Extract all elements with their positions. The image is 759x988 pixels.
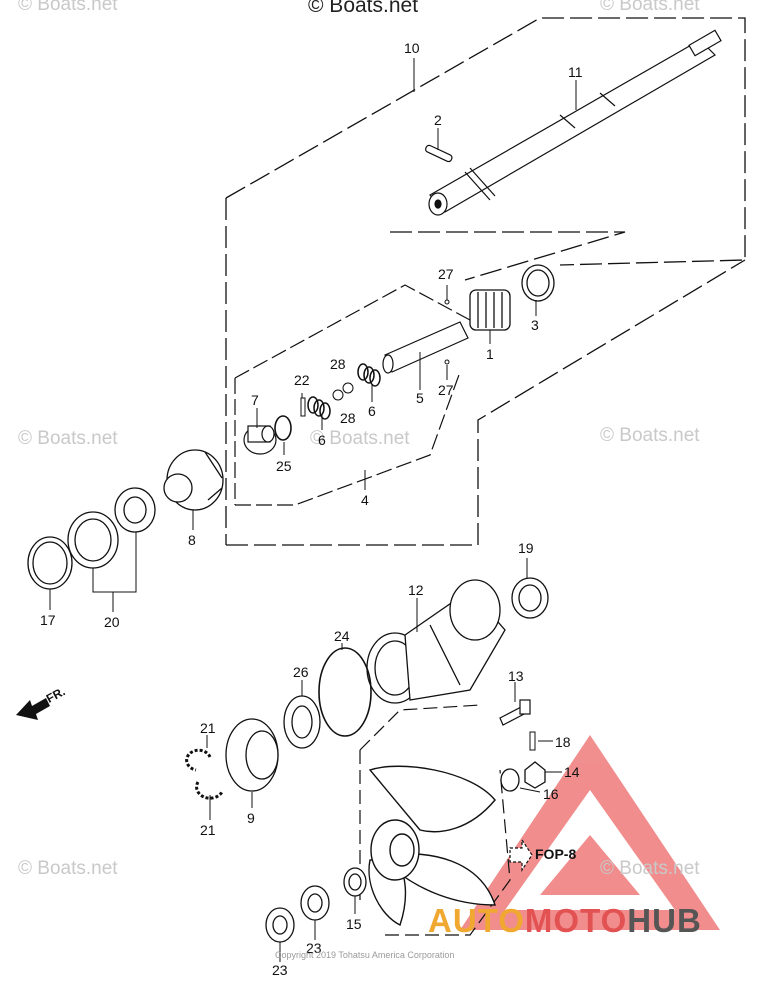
part-shim-17 — [27, 536, 73, 590]
callout-6[interactable]: 6 — [318, 432, 326, 448]
part-pin-27a — [444, 299, 450, 305]
callout-10[interactable]: 10 — [404, 40, 420, 56]
part-washer-23a — [300, 885, 330, 921]
brand-part-hub: HUB — [627, 902, 702, 939]
brand-part-moto: MOTO — [524, 902, 628, 939]
watermark-top: © Boats.net — [308, 0, 419, 17]
callout-22[interactable]: 22 — [294, 372, 310, 388]
callout-28[interactable]: 28 — [340, 410, 356, 426]
part-propeller — [368, 765, 496, 926]
part-pin — [425, 144, 453, 163]
part-gear-9 — [225, 718, 279, 792]
part-clip-25 — [274, 415, 292, 441]
callout-27[interactable]: 27 — [438, 382, 454, 398]
part-spring-6a — [357, 363, 381, 387]
part-clip-21a — [185, 748, 212, 772]
callout-4[interactable]: 4 — [361, 492, 369, 508]
callout-11[interactable]: 11 — [568, 64, 583, 80]
part-bearing-19 — [511, 577, 549, 619]
part-ring-3 — [521, 264, 555, 302]
group-boundary-shift — [234, 284, 471, 506]
callout-28[interactable]: 28 — [330, 356, 346, 372]
part-bearing-20 — [67, 487, 156, 569]
part-cam — [243, 425, 277, 455]
callout-26[interactable]: 26 — [293, 664, 309, 680]
part-ball-28a — [332, 389, 344, 401]
part-ball-28b — [342, 382, 354, 394]
watermark: © Boats.net — [600, 0, 700, 15]
callout-16[interactable]: 16 — [543, 786, 559, 802]
callout-23[interactable]: 23 — [306, 940, 322, 956]
part-pin-22 — [300, 397, 306, 417]
callout-12[interactable]: 12 — [408, 582, 424, 598]
watermark: © Boats.net — [18, 428, 118, 449]
leader-lines — [49, 58, 577, 962]
callout-24[interactable]: 24 — [334, 628, 350, 644]
callout-17[interactable]: 17 — [40, 612, 56, 628]
reference-fop-8[interactable]: FOP-8 — [535, 846, 577, 862]
watermark: © Boats.net — [600, 425, 700, 446]
callout-6[interactable]: 6 — [368, 403, 376, 419]
part-oring-24 — [318, 647, 372, 737]
callout-20[interactable]: 20 — [104, 614, 120, 630]
callout-15[interactable]: 15 — [346, 916, 362, 932]
part-gear-8 — [163, 449, 224, 511]
callout-1[interactable]: 1 — [486, 346, 494, 362]
part-shift-plunger — [382, 321, 469, 374]
callout-21[interactable]: 21 — [200, 720, 216, 736]
callout-13[interactable]: 13 — [508, 668, 524, 684]
brand-part-auto: AUTO — [428, 902, 525, 939]
part-pin-18 — [529, 731, 536, 751]
brand-logo: AUTOMOTOHUB — [428, 902, 702, 940]
watermark: © Boats.net — [18, 858, 118, 879]
part-washer-23b — [265, 907, 295, 943]
callout-2[interactable]: 2 — [434, 112, 442, 128]
watermark: © Boats.net — [310, 428, 410, 449]
part-spacer-15 — [343, 867, 367, 897]
callout-23[interactable]: 23 — [272, 962, 288, 978]
group-boundary-upper — [225, 17, 746, 546]
part-clutch — [469, 289, 511, 331]
part-bearing-housing — [366, 579, 506, 704]
callout-21[interactable]: 21 — [200, 822, 216, 838]
callout-5[interactable]: 5 — [416, 390, 424, 406]
callout-9[interactable]: 9 — [247, 810, 255, 826]
callout-25[interactable]: 25 — [276, 458, 292, 474]
front-direction-arrow-icon — [16, 698, 50, 720]
fop-arrow-icon — [509, 838, 533, 872]
watermark: © Boats.net — [600, 858, 700, 879]
callout-3[interactable]: 3 — [531, 317, 539, 333]
copyright-notice: Copyright 2019 Tohatsu America Corporati… — [275, 950, 455, 960]
watermark: © Boats.net — [18, 0, 118, 15]
part-bolt-13 — [499, 699, 531, 726]
part-bearing-26 — [283, 695, 321, 749]
callout-7[interactable]: 7 — [251, 392, 259, 408]
callout-19[interactable]: 19 — [518, 540, 534, 556]
part-washer-16 — [500, 768, 520, 792]
callout-27[interactable]: 27 — [438, 266, 454, 282]
callout-14[interactable]: 14 — [564, 764, 580, 780]
part-propeller-shaft — [428, 29, 722, 216]
callout-18[interactable]: 18 — [555, 734, 571, 750]
part-nut-14 — [524, 761, 546, 789]
part-clip-21b — [195, 781, 224, 800]
part-spring-6b — [307, 396, 331, 420]
part-pin-27b — [444, 359, 450, 365]
callout-8[interactable]: 8 — [188, 532, 196, 548]
logo-triangle-icon — [460, 735, 720, 930]
